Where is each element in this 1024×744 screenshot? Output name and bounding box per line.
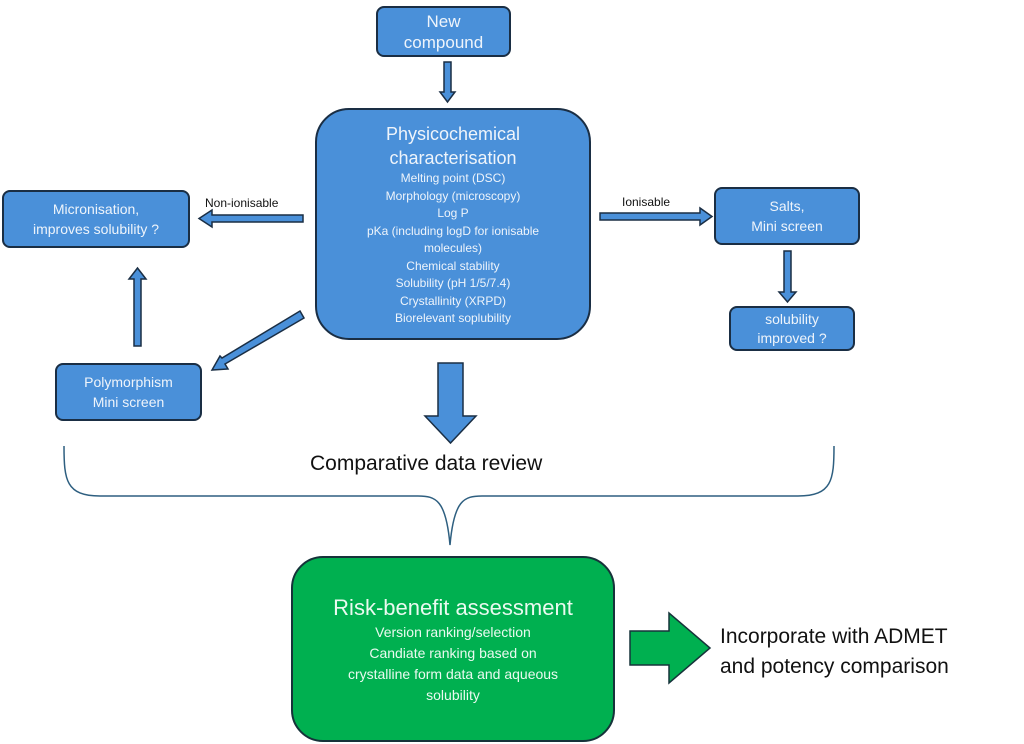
- arrow-down-salts-to-solubility: [777, 250, 798, 304]
- polymorphism-line-2: Mini screen: [92, 394, 165, 410]
- node-new-compound[interactable]: New compound: [376, 6, 511, 57]
- arrow-up-polymorphism-to-micronisation: [127, 266, 148, 347]
- solubility-improved-line-2: improved ?: [757, 329, 827, 346]
- risk-benefit-item: solubility: [426, 687, 480, 703]
- node-polymorphism-mini-screen[interactable]: Polymorphism Mini screen: [55, 363, 202, 421]
- arrow-left-non-ionisable: [197, 208, 304, 229]
- edge-label-non-ionisable: Non-ionisable: [205, 196, 279, 210]
- node-salts-mini-screen[interactable]: Salts, Mini screen: [714, 187, 860, 245]
- arrow-down-new-to-physchem: [438, 61, 457, 104]
- risk-benefit-title: Risk-benefit assessment: [333, 595, 573, 620]
- salts-line-2: Mini screen: [751, 218, 823, 234]
- solubility-improved-line-1: solubility: [765, 310, 819, 327]
- arrow-diagonal-physchem-to-polymorphism: [210, 309, 306, 371]
- physchem-title-line-2: characterisation: [389, 148, 517, 168]
- physchem-item: Biorelevant soplubility: [394, 311, 512, 325]
- risk-benefit-item: crystalline form data and aqueous: [347, 666, 559, 682]
- edge-label-ionisable: Ionisable: [622, 195, 671, 209]
- physchem-items: Melting point (DSC) Morphology (microsco…: [367, 170, 539, 328]
- micronisation-line-2: improves solubility ?: [32, 221, 160, 237]
- comparative-data-review: Comparative data review: [310, 452, 543, 475]
- node-physicochemical-characterisation[interactable]: Physicochemical characterisation Melting…: [315, 108, 591, 340]
- physchem-item: Solubility (pH 1/5/7.4): [395, 276, 511, 290]
- physchem-item: Log P: [437, 206, 469, 220]
- incorporate-line-2: and potency comparison: [720, 655, 949, 678]
- node-risk-benefit-assessment[interactable]: Risk-benefit assessment Version ranking/…: [291, 556, 615, 742]
- micronisation-line-1: Micronisation,: [52, 201, 140, 217]
- arrow-right-green-to-incorporate: [629, 611, 712, 685]
- node-solubility-improved[interactable]: solubility improved ?: [729, 306, 855, 351]
- polymorphism-line-1: Polymorphism: [84, 374, 173, 390]
- physchem-title-line-1: Physicochemical: [385, 124, 521, 144]
- risk-benefit-item: Candiate ranking based on: [369, 645, 537, 661]
- physchem-item: Morphology (microscopy): [385, 188, 521, 203]
- physchem-item: Crystallinity (XRPD): [399, 293, 506, 308]
- risk-benefit-items: Version ranking/selection Candiate ranki…: [348, 622, 558, 706]
- salts-line-1: Salts,: [769, 198, 805, 214]
- risk-benefit-item: Version ranking/selection: [375, 624, 531, 640]
- arrow-down-to-review: [423, 362, 478, 445]
- new-compound-line-1: New: [426, 11, 461, 31]
- physchem-item: pKa (including logD for ionisable: [366, 223, 540, 238]
- physchem-item: Melting point (DSC): [400, 171, 506, 185]
- node-micronisation[interactable]: Micronisation, improves solubility ?: [2, 190, 190, 248]
- new-compound-line-2: compound: [403, 32, 484, 52]
- arrow-right-ionisable: [599, 206, 714, 227]
- brace-connector: [63, 445, 835, 546]
- physchem-item: Chemical stability: [406, 258, 500, 273]
- physchem-item: molecules): [423, 241, 482, 255]
- incorporate-admet-text: Incorporate with ADMET and potency compa…: [720, 622, 949, 682]
- incorporate-line-1: Incorporate with ADMET: [720, 625, 948, 648]
